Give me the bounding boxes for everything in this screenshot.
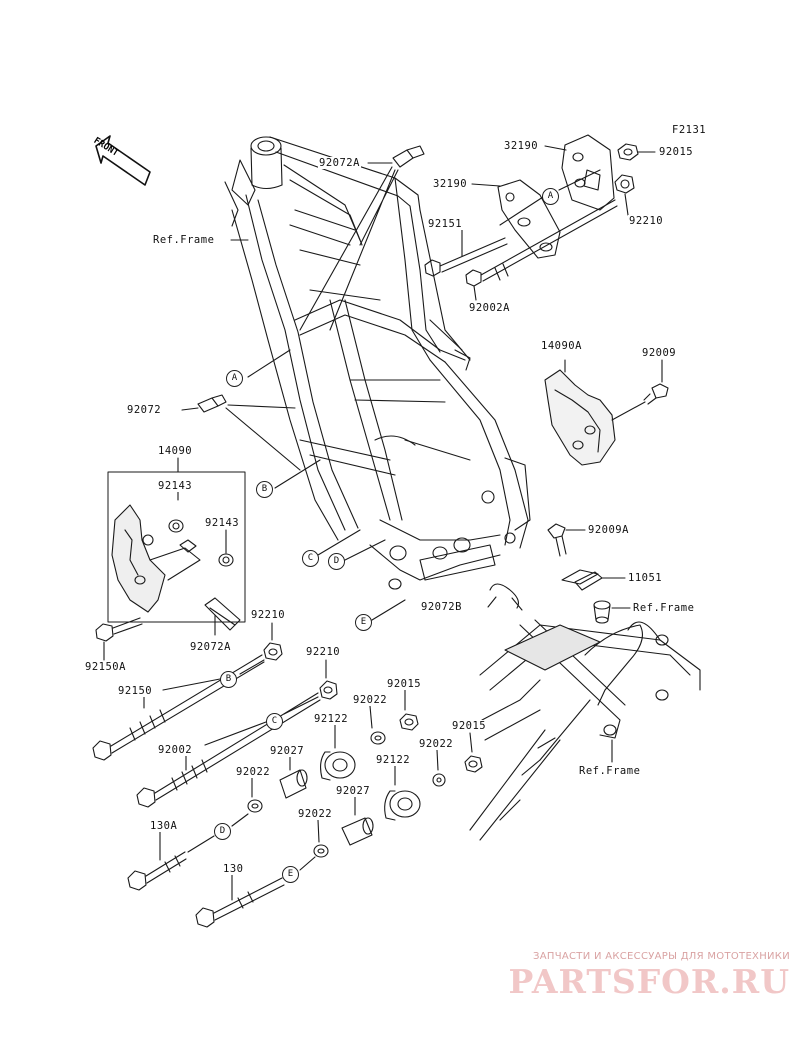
bolt-92151: [424, 237, 508, 277]
nut-92015-c: [464, 755, 483, 773]
part-label-130: 130: [222, 863, 245, 875]
part-label-14090A: 14090A: [540, 340, 583, 352]
part-label-92072A-low: 92072A: [189, 641, 232, 653]
bracket-11051: [561, 569, 603, 591]
part-label-32190-b: 32190: [432, 178, 469, 190]
collar-92143-b: [218, 553, 234, 567]
part-label-14090: 14090: [157, 445, 194, 457]
figure-code: F2131: [671, 124, 708, 136]
part-label-92015-b: 92015: [386, 678, 423, 690]
spacer-92122-a: [319, 751, 356, 781]
engine-bracket-32190-lower: [497, 179, 561, 259]
part-label-92009: 92009: [641, 347, 678, 359]
nut-92015-b: [399, 713, 419, 731]
washer-92022-b: [432, 773, 446, 787]
part-label-130A: 130A: [149, 820, 179, 832]
part-label-92022-c: 92022: [235, 766, 272, 778]
band-92072B: [489, 583, 523, 611]
collar-92027-a: [279, 769, 308, 799]
part-label-ref-frame-1: Ref.Frame: [152, 234, 216, 246]
part-label-92072: 92072: [126, 404, 163, 416]
clip-92072A-lower: [204, 597, 241, 631]
part-label-92022-b: 92022: [418, 738, 455, 750]
guard-14090A: [544, 359, 616, 466]
callout-d-bolt: D: [214, 823, 231, 840]
nut-92210-b: [263, 642, 283, 661]
bolt-130: [195, 877, 285, 928]
part-label-32190-a: 32190: [503, 140, 540, 152]
callout-a-frame: A: [226, 370, 243, 387]
part-label-11051: 11051: [627, 572, 664, 584]
nut-92210-a: [614, 174, 635, 194]
callout-c-frame: C: [302, 550, 319, 567]
part-label-92122-a: 92122: [313, 713, 350, 725]
callout-b-frame: B: [256, 481, 273, 498]
spacer-92122-b: [384, 790, 421, 821]
callout-e-frame: E: [355, 614, 372, 631]
callout-a-bracket: A: [542, 188, 559, 205]
nut-92210-c: [319, 680, 338, 700]
rear-subframe: [469, 619, 701, 841]
part-label-92009A: 92009A: [587, 524, 630, 536]
part-label-92150: 92150: [117, 685, 154, 697]
collar-ref-frame: [593, 600, 611, 624]
part-label-92015-a: 92015: [658, 146, 695, 158]
part-label-92151: 92151: [427, 218, 464, 230]
motorcycle-frame: [224, 136, 531, 590]
engine-bracket-32190-upper: [561, 134, 615, 211]
part-label-92122-b: 92122: [375, 754, 412, 766]
washer-92022-a: [370, 731, 386, 745]
part-label-92143-a: 92143: [157, 480, 194, 492]
part-label-92143-b: 92143: [204, 517, 241, 529]
collar-92027-b: [341, 817, 374, 846]
callout-b-bolt: B: [220, 671, 237, 688]
part-label-92072A-top: 92072A: [318, 157, 361, 169]
part-label-92015-c: 92015: [451, 720, 488, 732]
part-label-ref-frame-3: Ref.Frame: [578, 765, 642, 777]
bolt-92150: [92, 654, 265, 761]
clip-92072a-top: [392, 145, 425, 168]
part-label-92150A: 92150A: [84, 661, 127, 673]
part-label-92027-a: 92027: [269, 745, 306, 757]
washer-92022-c: [247, 799, 263, 813]
callout-d-frame: D: [328, 553, 345, 570]
bolt-130A: [127, 851, 187, 891]
callout-e-bolt: E: [282, 866, 299, 883]
part-label-92027-b: 92027: [335, 785, 372, 797]
watermark-logo: PARTSFOR.RU: [508, 962, 790, 1001]
part-label-92072B: 92072B: [420, 601, 463, 613]
part-label-92002: 92002: [157, 744, 194, 756]
bolt-92009: [643, 383, 669, 405]
bolt-92150A: [95, 617, 143, 642]
part-label-ref-frame-2: Ref.Frame: [632, 602, 696, 614]
bolt-92009A: [547, 523, 567, 557]
bolt-92002A: [465, 199, 618, 287]
part-label-92022-a: 92022: [352, 694, 389, 706]
front-arrow-icon: [95, 135, 151, 186]
collar-92143-a: [168, 519, 184, 533]
part-label-92210-a: 92210: [628, 215, 665, 227]
guard-14090: [111, 504, 201, 613]
clip-92072: [197, 394, 227, 413]
part-label-92022-d: 92022: [297, 808, 334, 820]
part-label-92002A: 92002A: [468, 302, 511, 314]
watermark-tagline: ЗАПЧАСТИ И АКСЕССУАРЫ ДЛЯ МОТОТЕХНИКИ: [533, 951, 790, 962]
part-label-92210-c: 92210: [305, 646, 342, 658]
nut-92015-a: [617, 143, 639, 161]
bolt-92002: [136, 692, 321, 808]
callout-c-bolt: C: [266, 713, 283, 730]
part-label-92210-b: 92210: [250, 609, 287, 621]
washer-92022-d: [313, 844, 329, 858]
